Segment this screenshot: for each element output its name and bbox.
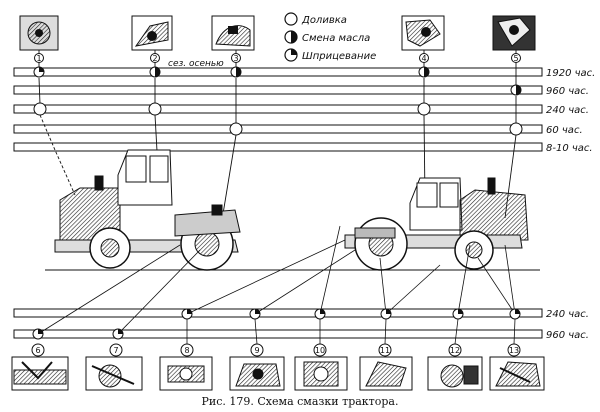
interval-label: 240 час. [546,105,589,116]
bottom-thumbnails [11,356,545,391]
lubrication-point-8: 8 [180,308,194,357]
svg-text:9: 9 [254,346,259,355]
legend-item-refill: Доливка [284,12,347,26]
thumbnail-1 [19,15,59,51]
thumbnail-3 [211,15,255,51]
legend-label: Доливка [301,15,347,26]
interval-bar-960: 960 час. [13,85,589,97]
legend-label: Смена масла [302,33,370,44]
thumbnail-7 [85,356,143,391]
thumbnail-4 [401,15,445,51]
legend-label: Шприцевание [302,51,376,62]
lubrication-point-11: 11 [378,308,392,357]
svg-text:8: 8 [184,346,189,355]
svg-text:11: 11 [380,346,390,355]
svg-text:10: 10 [315,346,325,355]
interval-bar-1920: 1920 час. [13,67,595,79]
svg-text:6: 6 [35,346,40,355]
interval-label: 8-10 час. [546,143,593,154]
lubrication-point-7: 7 [109,328,124,357]
lubrication-point-9: 9 [249,308,264,357]
lubrication-point-5: 5 [509,53,523,136]
tractor-right-illustration [344,177,529,271]
svg-text:3: 3 [233,54,238,63]
svg-text:13: 13 [509,346,519,355]
legend-item-oil-change: Смена масла [284,30,370,44]
interval-label: 960 час. [546,330,589,341]
svg-text:4: 4 [421,54,426,63]
thumbnail-10 [294,356,348,391]
lubrication-point-10: 10 [313,308,327,357]
legend-item-greasing: Шприцевание [284,48,376,62]
legend: Доливка Смена масла Шприцевание [284,12,376,62]
bottom-leader-lines [37,225,516,335]
top-markers: 1 2 3 4 [33,53,523,136]
interval-bar-240-bottom: 240 час. [13,308,589,320]
thumbnail-5 [492,15,536,51]
svg-text:12: 12 [450,346,460,355]
thumbnail-13 [489,356,545,391]
interval-bar-960-bottom: 960 час. [13,329,589,341]
thumbnail-2 [131,15,173,51]
thumbnail-8 [159,356,213,391]
interval-bar-240: 240 час. [13,104,589,116]
interval-label: 960 час. [546,86,589,97]
thumbnail-12 [427,356,483,391]
figure-caption: Рис. 179. Схема смазки трактора. [202,395,399,408]
interval-bar-8-10: 8-10 час. [13,142,593,154]
thumbnail-6 [11,356,69,391]
top-interval-bars: 1920 час. 960 час. 240 час. 60 час. 8-10… [13,59,595,154]
interval-label: 60 час. [546,125,583,136]
lubrication-point-3: 3 [229,53,243,136]
lubrication-point-4: 4 [417,53,431,116]
interval-label: 240 час. [546,309,589,320]
oil-change-symbol-icon [291,31,297,43]
interval-label: 1920 час. [546,68,595,79]
seasonal-note: сез. осенью [168,59,224,69]
thumbnail-9 [229,356,285,391]
refill-symbol-icon [284,12,298,26]
interval-bar-60: 60 час. [13,124,583,136]
svg-text:2: 2 [152,54,157,63]
lubrication-point-13: 13 [507,308,521,357]
greasing-symbol-icon [291,49,297,55]
svg-text:7: 7 [113,346,118,355]
svg-text:1: 1 [36,54,41,63]
tractor-left-illustration [54,149,241,271]
lubrication-point-6: 6 [31,328,45,357]
svg-text:5: 5 [513,54,518,63]
lubrication-point-2: 2 [148,53,162,116]
bottom-interval-bars: 240 час. 960 час. [13,308,589,341]
lubrication-point-1: 1 [33,53,47,116]
bottom-markers: 6 7 8 9 10 [31,308,521,357]
thumbnail-11 [359,356,413,391]
top-thumbnails [19,15,536,51]
lubrication-point-12: 12 [448,308,464,357]
